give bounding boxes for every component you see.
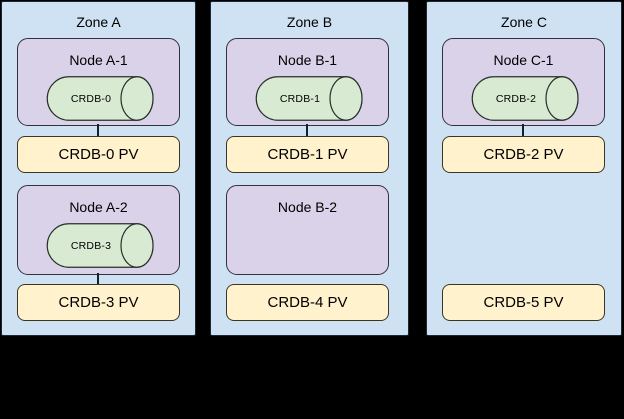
- database-cylinder-icon: [46, 76, 154, 121]
- node-b-2: Node B-2: [226, 185, 389, 275]
- zone-c-label: Zone C: [501, 14, 547, 30]
- pv-crdb-4-label: CRDB-4 PV: [267, 294, 348, 311]
- zone-b-label: Zone B: [286, 14, 333, 30]
- node-c-1-label: Node C-1: [493, 52, 554, 68]
- pod-crdb-3-label: CRDB-3: [70, 239, 112, 252]
- pod-crdb-2: CRDB-2: [471, 76, 579, 121]
- pv-crdb-0-label: CRDB-0 PV: [58, 146, 139, 163]
- connector-node-a1-pv: [97, 124, 99, 137]
- pod-crdb-2-label: CRDB-2: [495, 92, 537, 105]
- pv-crdb-0: CRDB-0 PV: [17, 136, 180, 173]
- pv-crdb-1: CRDB-1 PV: [226, 136, 389, 173]
- pod-crdb-3: CRDB-3: [46, 223, 154, 268]
- pv-crdb-4: CRDB-4 PV: [226, 284, 389, 321]
- node-a-1: Node A-1 CRDB-0: [17, 38, 180, 126]
- connector-node-a2-pv: [97, 273, 99, 285]
- node-a-2-label: Node A-2: [69, 199, 128, 215]
- pv-crdb-1-label: CRDB-1 PV: [267, 146, 348, 163]
- database-cylinder-icon: [255, 76, 363, 121]
- connector-node-b1-pv: [306, 124, 308, 137]
- pod-crdb-0: CRDB-0: [46, 76, 154, 121]
- node-b-1-label: Node B-1: [277, 52, 338, 68]
- node-b-2-label: Node B-2: [277, 199, 338, 215]
- database-cylinder-icon: [471, 76, 579, 121]
- node-c-1: Node C-1 CRDB-2: [442, 38, 605, 126]
- zone-a-label: Zone A: [76, 14, 121, 30]
- node-a-2: Node A-2 CRDB-3: [17, 185, 180, 275]
- zone-c: Zone C Node C-1 CRDB-2 CRDB-2 PV CRDB-5 …: [426, 1, 622, 336]
- database-cylinder-icon: [46, 223, 154, 268]
- pv-crdb-3-label: CRDB-3 PV: [58, 294, 139, 311]
- pod-crdb-1: CRDB-1: [255, 76, 363, 121]
- node-a-1-label: Node A-1: [69, 52, 128, 68]
- node-b-1: Node B-1 CRDB-1: [226, 38, 389, 126]
- pod-crdb-1-label: CRDB-1: [279, 92, 321, 105]
- pv-crdb-5: CRDB-5 PV: [442, 284, 605, 321]
- pv-crdb-2-label: CRDB-2 PV: [483, 146, 564, 163]
- pv-crdb-2: CRDB-2 PV: [442, 136, 605, 173]
- zone-a: Zone A Node A-1 CRDB-0 CRDB-0 PV Node A-…: [1, 1, 196, 336]
- pv-crdb-3: CRDB-3 PV: [17, 284, 180, 321]
- zone-b: Zone B Node B-1 CRDB-1 CRDB-1 PV Node B-…: [210, 1, 409, 336]
- connector-node-c1-pv: [522, 124, 524, 137]
- pod-crdb-0-label: CRDB-0: [70, 92, 112, 105]
- pv-crdb-5-label: CRDB-5 PV: [483, 294, 564, 311]
